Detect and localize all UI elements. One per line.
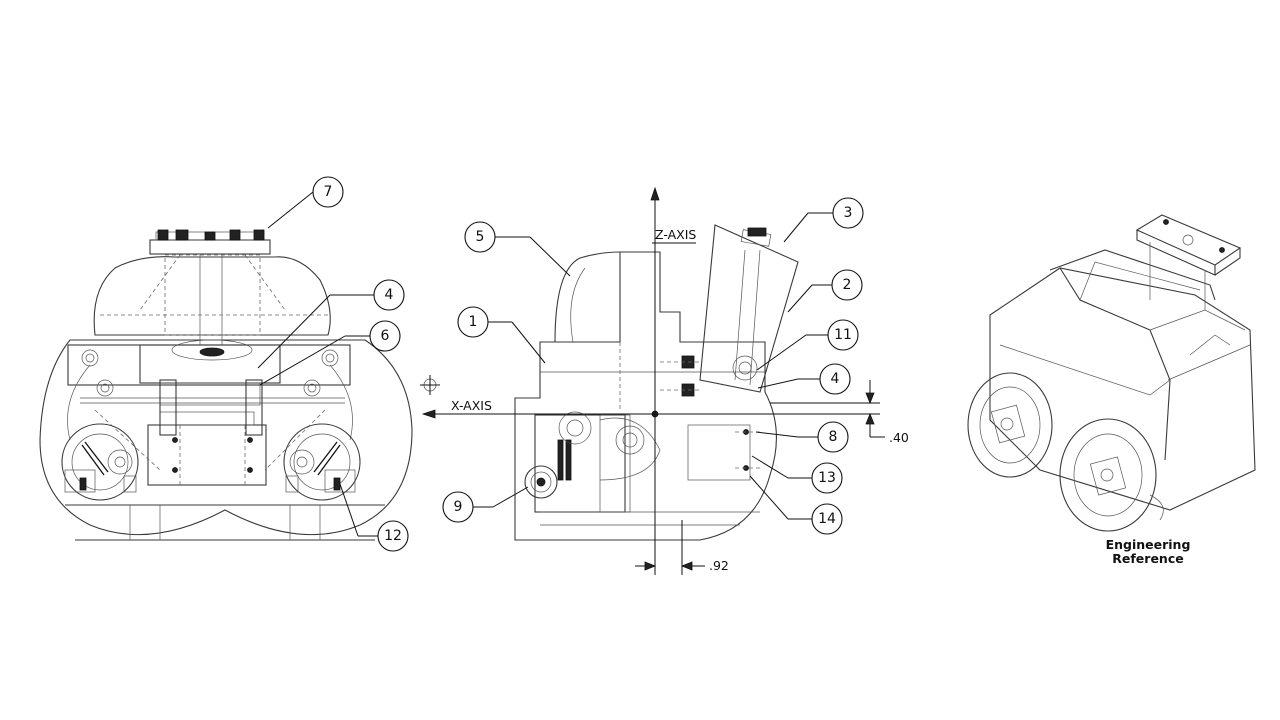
balloon-2: 2 xyxy=(843,277,852,293)
balloon-13: 13 xyxy=(818,470,836,486)
caption-line-2: Reference xyxy=(1112,551,1184,566)
balloon-1: 1 xyxy=(469,314,478,330)
balloon-6: 6 xyxy=(381,328,390,344)
isometric-view xyxy=(967,214,1256,532)
caption-line-1: Engineering xyxy=(1105,537,1191,552)
balloon-12: 12 xyxy=(384,528,402,544)
x-axis-label: X-AXIS xyxy=(451,398,492,413)
dimension-lines xyxy=(635,380,885,575)
balloon-4-side: 4 xyxy=(831,371,840,387)
vertical-dimension: .40 xyxy=(889,430,909,445)
axes xyxy=(420,186,880,575)
balloon-9: 9 xyxy=(454,499,463,515)
balloon-4-front: 4 xyxy=(385,287,394,303)
balloon-14: 14 xyxy=(818,511,836,527)
side-view xyxy=(514,224,799,541)
balloon-11: 11 xyxy=(834,327,852,343)
front-view xyxy=(39,229,413,541)
z-axis-label: Z-AXIS xyxy=(655,227,696,242)
balloon-7: 7 xyxy=(324,184,333,200)
horizontal-dimension: .92 xyxy=(709,558,729,573)
balloon-5: 5 xyxy=(476,229,485,245)
engineering-reference-caption: Engineering Reference xyxy=(1088,538,1208,566)
balloon-3: 3 xyxy=(844,205,853,221)
balloon-8: 8 xyxy=(829,429,838,445)
balloon-callouts xyxy=(257,191,833,537)
